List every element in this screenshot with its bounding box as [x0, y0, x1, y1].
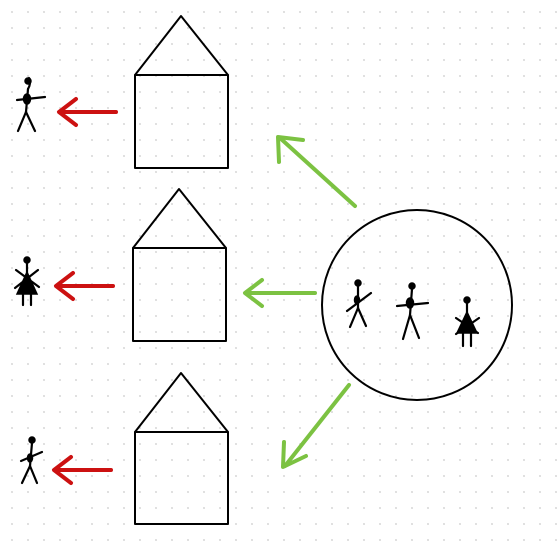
green-arrow-to-house-2: [243, 278, 317, 308]
house-1-body: [134, 74, 229, 169]
group-person-3-woman: [454, 296, 481, 348]
house-3-roof: [134, 372, 229, 433]
red-arrow-1: [57, 97, 118, 127]
house-2: [132, 188, 227, 342]
group-person-1-man: [345, 279, 373, 329]
resident-1-person-man: [15, 76, 47, 133]
resident-2-person-woman: [13, 256, 41, 307]
house-3-body: [134, 431, 229, 525]
house-3: [134, 372, 229, 525]
house-2-body: [132, 247, 227, 342]
group-circle: [321, 209, 513, 401]
house-2-roof: [132, 188, 227, 249]
group-person-2-man: [395, 282, 430, 341]
green-arrow-to-house-3: [281, 383, 351, 469]
red-arrow-2: [54, 271, 115, 301]
house-1: [134, 15, 229, 169]
resident-3-person-man: [19, 436, 44, 485]
red-arrow-3: [52, 455, 113, 485]
green-arrow-to-house-1: [276, 135, 357, 208]
house-1-roof: [134, 15, 229, 76]
